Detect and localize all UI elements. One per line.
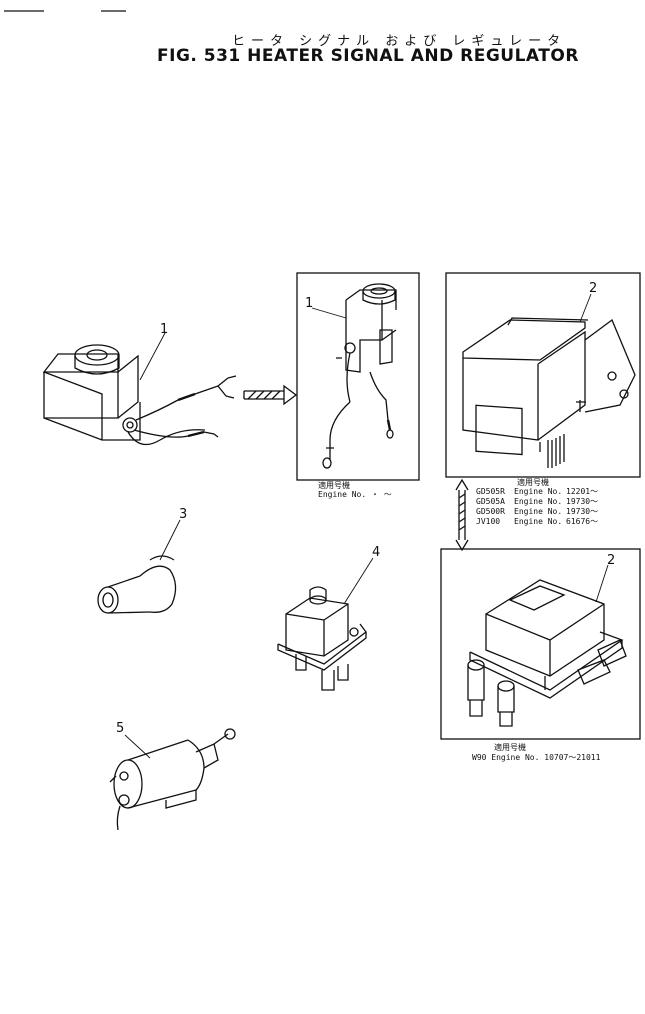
table-row: JV100 Engine No. 61676～ — [476, 517, 606, 527]
value-cell: 19730～ — [566, 497, 599, 506]
box2-note-heading: 適用号機 — [517, 478, 549, 487]
variant-box-2 — [445, 272, 641, 478]
label-cell: Engine No. — [514, 487, 563, 496]
callout-5: 5 — [116, 721, 125, 736]
box3-note-heading: 適用号機 — [494, 743, 526, 752]
solenoid-part-5 — [109, 728, 236, 831]
double-arrow — [455, 478, 469, 552]
label-cell: Engine No. — [514, 497, 563, 506]
table-row: GD505A Engine No. 19730～ — [476, 497, 606, 507]
callout-1-main: 1 — [160, 322, 169, 337]
heater-signal-variant — [322, 283, 397, 469]
model-cell: JV100 — [476, 517, 501, 526]
leader-lines — [124, 293, 609, 759]
value-cell: 12201～ — [566, 487, 599, 496]
box1-note-heading: 適用号機 — [318, 481, 350, 490]
model-cell: GD505R — [476, 487, 505, 496]
table-row: GD500R Engine No. 19730～ — [476, 507, 606, 517]
callout-1-box: 1 — [305, 296, 314, 311]
heater-signal-main — [42, 344, 237, 446]
label-cell: Engine No. — [514, 517, 563, 526]
callout-4: 4 — [372, 545, 381, 560]
label-cell: Engine No. — [514, 507, 563, 516]
callout-2-top: 2 — [589, 281, 598, 296]
box3-note-text: W90 Engine No. 10707～21011 — [472, 753, 601, 762]
box1-note-text: Engine No. ・ ～ — [318, 490, 392, 499]
value-cell: 19730～ — [566, 507, 599, 516]
value-cell: 61676～ — [566, 517, 599, 526]
variant-box-1 — [296, 272, 420, 481]
regulator-lower — [467, 579, 627, 727]
arrow-to-variant — [243, 384, 298, 406]
model-cell: GD500R — [476, 507, 505, 516]
callout-3: 3 — [179, 507, 188, 522]
regulator-upper — [462, 317, 636, 468]
box2-applicability-table: GD505R Engine No. 12201～ GD505A Engine N… — [476, 487, 606, 527]
rubber-cap — [97, 555, 177, 614]
relay-part-4 — [277, 586, 367, 691]
variant-box-3 — [440, 548, 641, 740]
figure-title: FIG. 531 HEATER SIGNAL AND REGULATOR — [157, 46, 579, 66]
title-japanese: ヒータ シグナル および レギュレータ — [232, 34, 567, 49]
model-cell: GD505A — [476, 497, 505, 506]
callout-2-bottom: 2 — [607, 553, 616, 568]
table-row: GD505R Engine No. 12201～ — [476, 487, 606, 497]
